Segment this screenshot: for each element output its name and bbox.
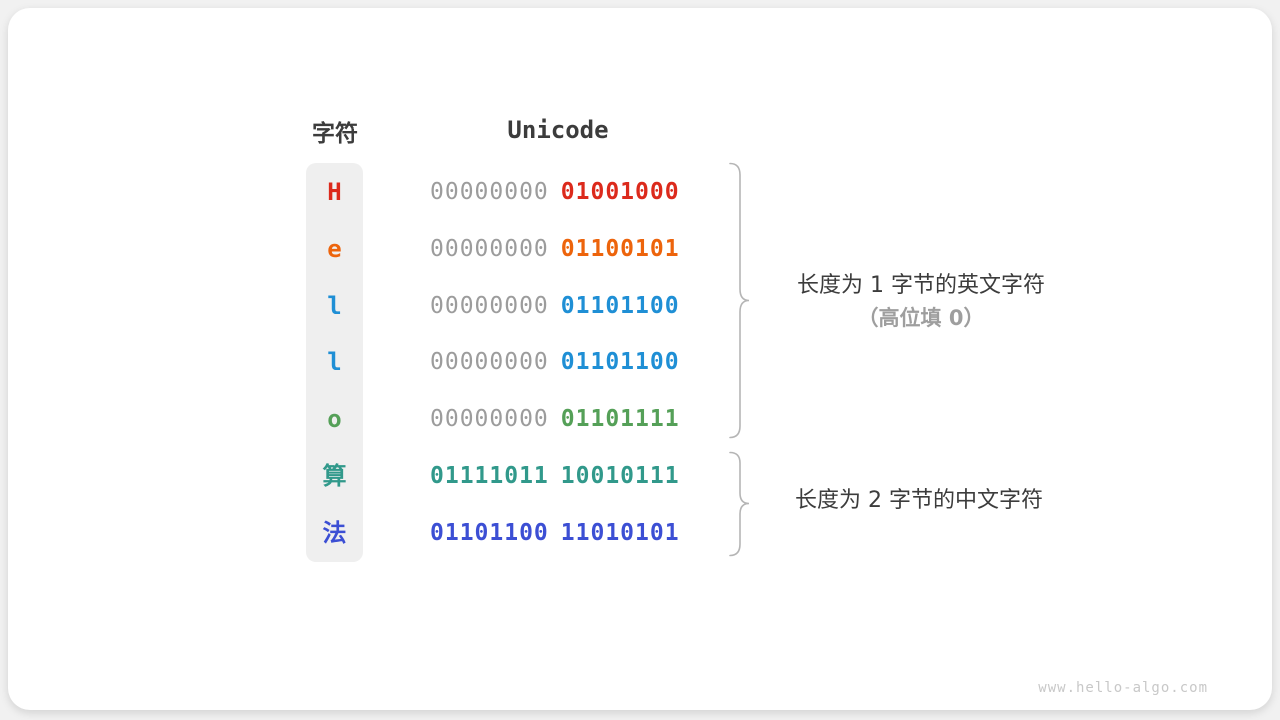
low-byte: 01100101 [560,236,680,262]
annotation-english-chars: 长度为 1 字节的英文字符 （高位填 0） [797,270,1045,334]
high-byte: 00000000 [430,293,549,319]
brace-chinese-group [729,451,750,557]
brace-english-group [729,162,750,439]
table-row: e 00000000 01100101 [0,221,1280,278]
annotation-english-line1: 长度为 1 字节的英文字符 [797,273,1045,298]
character-column-background [306,163,363,562]
column-header-unicode: Unicode [507,116,609,144]
high-byte: 00000000 [430,406,549,432]
unicode-bits: 00000000 01100101 [430,221,680,278]
low-byte: 01001000 [560,179,680,205]
high-byte: 00000000 [430,236,549,262]
unicode-bits: 00000000 01001000 [430,164,680,221]
high-byte: 00000000 [430,349,549,375]
annotation-chinese-line1: 长度为 2 字节的中文字符 [795,488,1043,513]
column-header-character: 字符 [312,121,358,147]
figure-card [8,8,1272,710]
low-byte: 01101100 [560,293,680,319]
high-byte: 01111011 [430,463,549,489]
table-row: 法 01101100 11010101 [0,505,1280,562]
character-cell: e [327,235,342,263]
low-byte: 01101111 [560,406,680,432]
annotation-english-line2: （高位填 0） [857,306,985,330]
character-cell: l [327,292,342,320]
character-cell: 算 [322,462,347,490]
character-cell: 法 [322,519,347,547]
watermark-url: www.hello-algo.com [1038,680,1208,696]
table-row: 算 01111011 10010111 [0,448,1280,505]
table-row: H 00000000 01001000 [0,164,1280,221]
high-byte: 01101100 [430,520,549,546]
unicode-bits: 00000000 01101111 [430,391,680,448]
character-cell: o [327,405,342,433]
unicode-bits: 01101100 11010101 [430,505,680,562]
annotation-chinese-chars: 长度为 2 字节的中文字符 [795,485,1043,517]
low-byte: 01101100 [560,349,680,375]
table-row: l 00000000 01101100 [0,278,1280,335]
character-cell: l [327,348,342,376]
unicode-bits: 00000000 01101100 [430,334,680,391]
unicode-bits: 00000000 01101100 [430,278,680,335]
unicode-bits: 01111011 10010111 [430,448,680,505]
character-cell: H [327,178,342,206]
table-row: o 00000000 01101111 [0,391,1280,448]
low-byte: 10010111 [560,463,680,489]
low-byte: 11010101 [560,520,680,546]
high-byte: 00000000 [430,179,549,205]
table-row: l 00000000 01101100 [0,334,1280,391]
